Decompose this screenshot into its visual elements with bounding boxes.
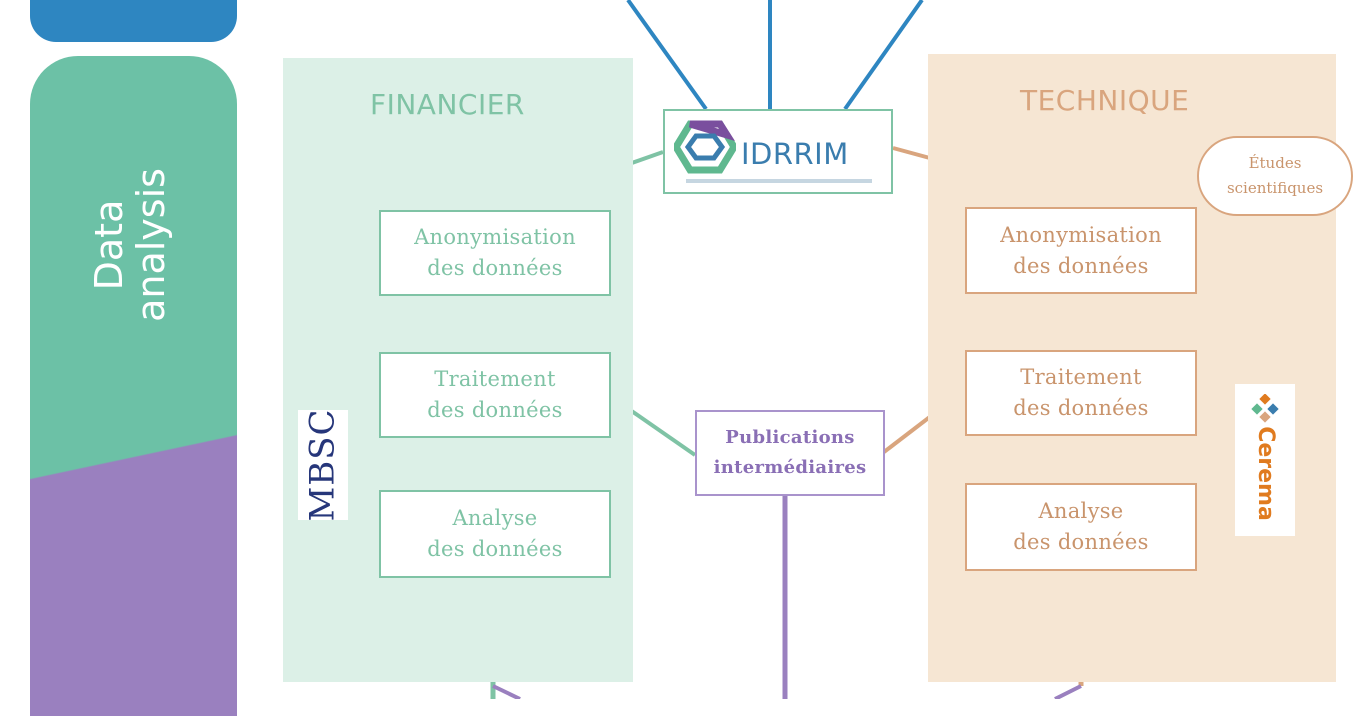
publications-box: Publications intermédiaires: [695, 410, 885, 496]
sidebar-label: Data analysis: [87, 168, 174, 322]
fin-anonymisation-box: Anonymisation des données: [379, 210, 611, 296]
sidebar-label-wrap: Data analysis: [70, 140, 190, 350]
idrrim-logo-tagline: [686, 179, 872, 183]
top-link-right: [843, 0, 924, 111]
cerema-logo-icon: [1251, 394, 1279, 423]
bottom-link-right: [1054, 684, 1082, 699]
financier-title: FINANCIER: [370, 88, 525, 121]
cerema-logo-text-wrap: Cerema: [1235, 410, 1295, 536]
tech-analyse-box: Analyse des données: [965, 483, 1197, 571]
cerema-logo-text: Cerema: [1252, 425, 1278, 521]
cerema-logo: [1235, 384, 1295, 536]
mbsc-logo: MBSC: [298, 408, 348, 522]
tech-traitement-box: Traitement des données: [965, 350, 1197, 436]
sidebar-top-tab: [30, 0, 237, 42]
mbsc-logo-text: MBSC: [303, 408, 344, 522]
top-link-left: [626, 0, 708, 111]
tech-anonymisation-box: Anonymisation des données: [965, 207, 1197, 294]
etudes-scientifiques-bubble: Études scientifiques: [1197, 136, 1353, 216]
bottom-link-left: [492, 684, 521, 699]
fin-analyse-box: Analyse des données: [379, 490, 611, 578]
technique-title: TECHNIQUE: [1020, 84, 1190, 117]
idrrim-logo-text: IDRRIM: [741, 137, 849, 171]
idrrim-logo-icon: [674, 120, 736, 174]
sidebar-panel: [30, 56, 237, 716]
fin-traitement-box: Traitement des données: [379, 352, 611, 438]
